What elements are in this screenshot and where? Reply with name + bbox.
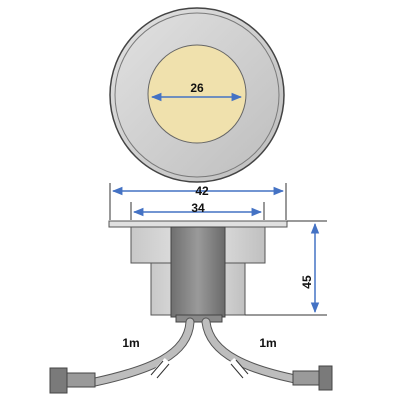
cables: 1m 1m <box>49 317 333 394</box>
cable-break-left <box>149 357 170 379</box>
side-view <box>108 220 288 323</box>
connector-right <box>292 365 333 391</box>
lens-diameter-label: 26 <box>190 81 204 95</box>
cable-gland <box>175 314 223 323</box>
top-view: 26 <box>109 7 285 183</box>
cable-break-right <box>229 357 250 379</box>
outer-diameter-label: 42 <box>195 184 209 198</box>
height-label: 45 <box>300 275 314 289</box>
height-dimension: 45 <box>245 220 327 316</box>
body-diameter-label: 34 <box>191 201 205 215</box>
flange <box>108 220 288 228</box>
core-body <box>170 226 226 318</box>
connector-left <box>49 367 96 394</box>
cable-length-left-label: 1m <box>122 336 139 350</box>
outer-rim-edge <box>114 12 280 178</box>
cable-length-right-label: 1m <box>259 336 276 350</box>
width-dimensions: 42 34 <box>109 183 287 220</box>
